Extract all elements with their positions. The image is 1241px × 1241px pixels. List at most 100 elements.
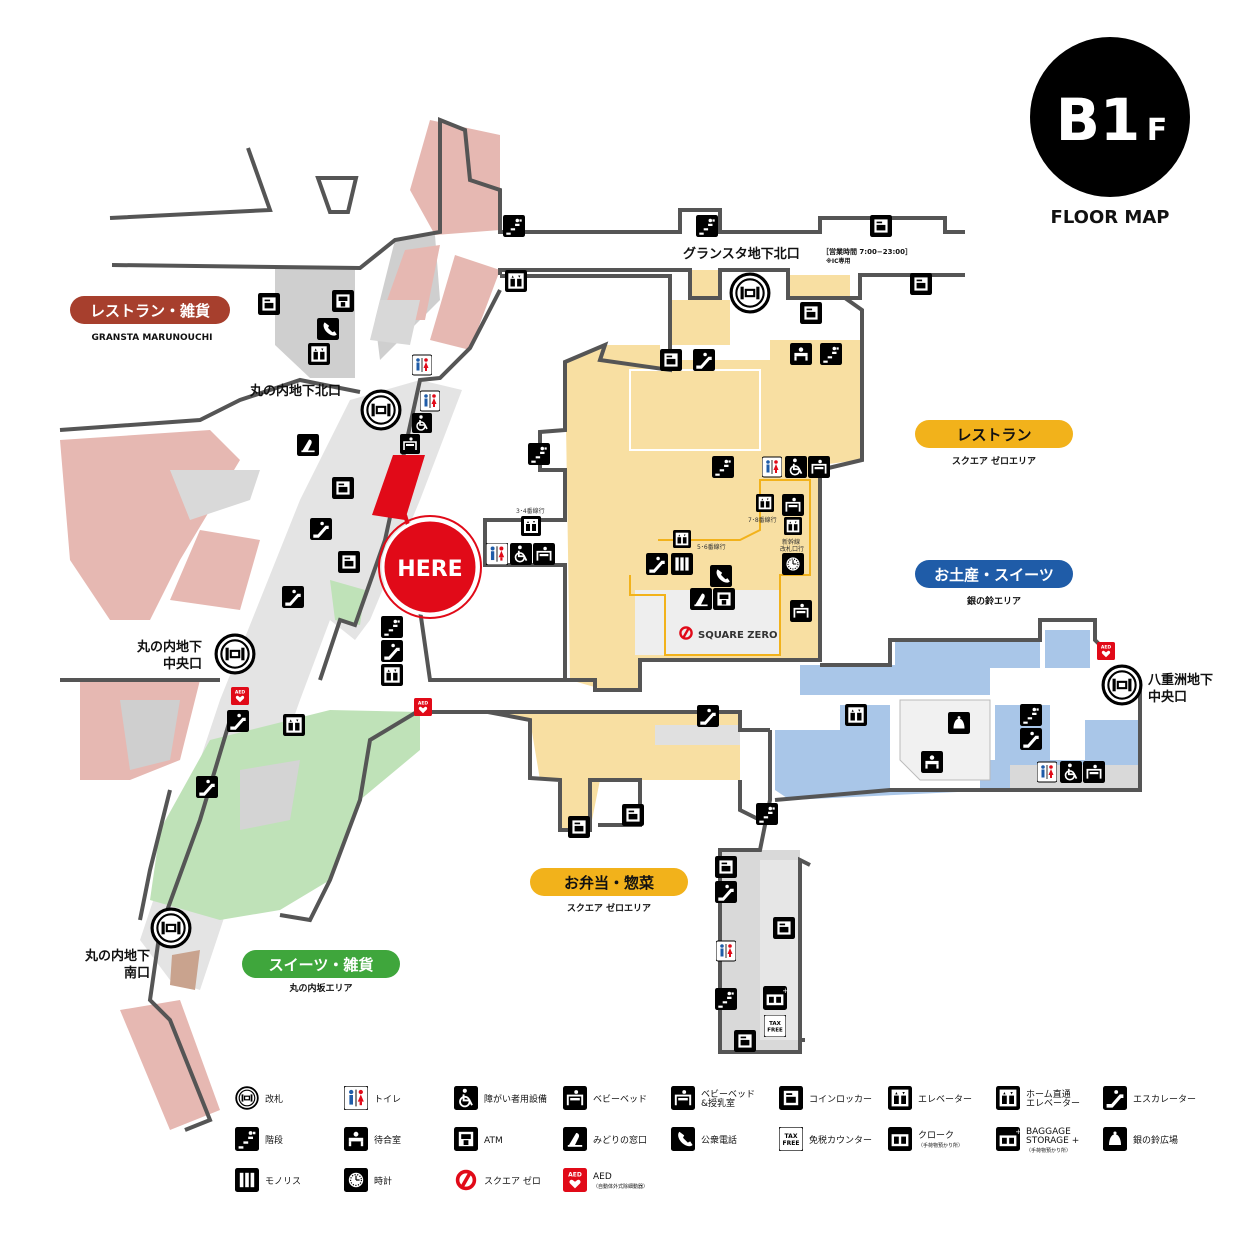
toilet-icon (412, 354, 432, 376)
coin-locker-icon (715, 856, 737, 878)
platform-label: 7･8番線行 (748, 516, 777, 524)
legend-item: 待合室 (344, 1127, 401, 1151)
gate-label: 中央口 (163, 656, 202, 672)
toilet-icon (1037, 761, 1057, 783)
platform-label: 新幹線 (782, 538, 800, 546)
monolith-icon (235, 1168, 259, 1192)
legend-label: 障がい者用設備 (484, 1093, 547, 1105)
platform-labels: 3･4番線行 5･6番線行 7･8番線行 新幹線 改札口行 SQUARE ZER… (516, 507, 804, 641)
platform-label: 改札口行 (780, 545, 804, 553)
stairs-icon (820, 343, 842, 365)
legend-label: （手荷物預かり所） (918, 1142, 963, 1149)
legend-item: トイレ (344, 1086, 401, 1110)
atm-icon (454, 1127, 478, 1151)
gate-marunouchi-north[interactable] (360, 389, 402, 431)
phone-icon (671, 1127, 695, 1151)
legend-item: 免税カウンター (779, 1127, 872, 1151)
floor-suffix: F (1147, 113, 1168, 148)
gate-label: 中央口 (1148, 689, 1187, 705)
legend-label: 免税カウンター (809, 1134, 872, 1146)
waiting-room-icon (921, 751, 943, 773)
clock-icon (782, 553, 804, 575)
ticket-office-icon (690, 588, 712, 610)
zone-sub: 銀の鈴エリア (967, 595, 1021, 607)
toilet-icon (344, 1086, 368, 1110)
ticket-office-icon (297, 434, 319, 456)
legend-item: ベビーベッド (563, 1086, 647, 1110)
elevator-icon (505, 270, 527, 292)
coin-locker-icon (660, 349, 682, 371)
legend-label: ベビーベッド (701, 1089, 755, 1100)
waiting-room-icon (790, 343, 812, 365)
silver-bell-icon (1103, 1127, 1127, 1151)
coin-locker-icon (910, 273, 932, 295)
gate-label: 丸の内地下 (136, 639, 202, 655)
escalator-icon (310, 518, 332, 540)
zone-name: レストラン・雑貨 (90, 302, 210, 320)
legend-label: BAGGAGE (1026, 1127, 1071, 1137)
legend-label: 改札 (265, 1093, 283, 1105)
legend-label: トイレ (374, 1095, 401, 1105)
legend-label: ホーム直通 (1026, 1088, 1071, 1100)
escalator-icon (196, 776, 218, 798)
zone-sub: 丸の内坂エリア (288, 982, 352, 994)
escalator-icon (227, 710, 249, 732)
legend-label: コインロッカー (809, 1094, 872, 1105)
escalator-icon (715, 881, 737, 903)
floor-caption: FLOOR MAP (1051, 207, 1170, 228)
baggage-storage-icon (763, 986, 787, 1010)
gate-yaesu-central[interactable] (1101, 664, 1143, 706)
escalator-icon (1103, 1086, 1127, 1110)
stairs-icon (1020, 704, 1042, 726)
platform-elevator-icon (784, 517, 802, 535)
legend-item: スクエア ゼロ (455, 1169, 541, 1191)
legend-item: 階段 (235, 1127, 283, 1151)
zone-bento: お弁当・惣菜 スクエア ゼロエリア (530, 868, 688, 914)
platform-elevator-icon (521, 516, 541, 536)
legend-item: ATM (454, 1127, 503, 1151)
escalator-icon (1020, 728, 1042, 750)
gate-marunouchi-central[interactable] (214, 633, 256, 675)
zone-name: お土産・スイーツ (934, 566, 1054, 584)
stairs-icon (528, 443, 550, 465)
floor-badge: B1 F FLOOR MAP (1030, 37, 1190, 228)
gate-marunouchi-south[interactable] (150, 907, 192, 949)
gate-label: 丸の内地下北口 (249, 383, 341, 399)
elevator-icon (888, 1086, 912, 1110)
platform-elevator-icon (756, 494, 774, 512)
aed-icon (1097, 642, 1115, 660)
legend-item: コインロッカー (779, 1086, 872, 1110)
coin-locker-icon (734, 1030, 756, 1052)
legend-item: 公衆電話 (671, 1127, 737, 1151)
nursing-room-icon (671, 1086, 695, 1110)
legend-item: モノリス (235, 1168, 301, 1192)
platform-elevator-icon (673, 530, 691, 548)
nursing-room-icon (782, 494, 804, 516)
zone-name: レストラン (956, 426, 1031, 444)
baggage-storage-icon (996, 1127, 1020, 1151)
aed-icon (231, 687, 249, 705)
legend-item: AED（自動体外式除細動器） (563, 1168, 648, 1192)
here-label: HERE (397, 557, 462, 582)
waiting-room-icon (344, 1127, 368, 1151)
platform-label: 5･6番線行 (697, 543, 726, 551)
stairs-icon (756, 803, 778, 825)
elevator-icon (845, 704, 867, 726)
zone-gransta-marunouchi: レストラン・雑貨 GRANSTA MARUNOUCHI (70, 296, 230, 343)
baby-bed-icon (533, 543, 555, 565)
legend-label: 時計 (374, 1175, 392, 1187)
tax-free-icon (764, 1015, 786, 1037)
gate-hours: ［営業時間 7:00−23:00］ (822, 247, 912, 256)
legend-item: 時計 (344, 1168, 392, 1192)
elevator-icon (308, 343, 330, 365)
accessible-icon (510, 543, 532, 565)
gate-labels: グランスタ地下北口 ［営業時間 7:00−23:00］ ※IC専用 丸の内地下北… (84, 246, 1213, 981)
coin-locker-icon (800, 302, 822, 324)
phone-icon (317, 318, 339, 340)
gate-gransta-north[interactable] (729, 272, 771, 314)
legend-label: エレベーター (1026, 1098, 1080, 1109)
zone-souvenir: お土産・スイーツ 銀の鈴エリア (915, 560, 1073, 607)
stairs-icon (715, 988, 737, 1010)
